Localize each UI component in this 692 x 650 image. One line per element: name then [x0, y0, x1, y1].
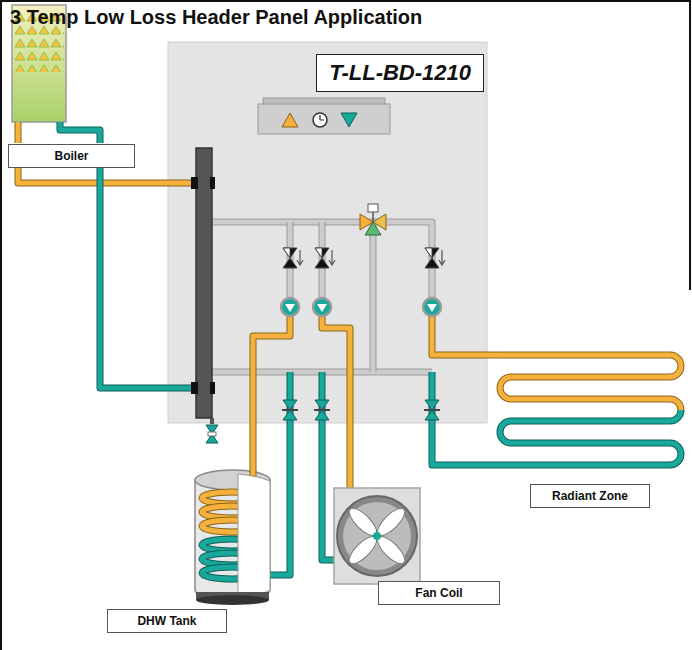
radiant-loop	[500, 355, 681, 465]
device-label: Fan Coil	[378, 581, 500, 605]
fan-coil: Fan Coil	[330, 485, 502, 605]
boiler: Boiler	[8, 5, 136, 168]
device-label: Boiler	[8, 144, 135, 168]
pipe-fill	[348, 423, 353, 485]
supply-pipe	[487, 355, 500, 356]
pipe-outline	[347, 423, 354, 485]
diagram-title: 3 Temp Low Loss Header Panel Application	[10, 6, 422, 29]
pipe-fill	[251, 423, 256, 465]
pipe-fill	[100, 168, 168, 388]
header-panel: T-LL-BD-1210	[168, 42, 487, 423]
pipe-outline	[280, 423, 290, 575]
supply-pipe	[253, 423, 254, 465]
return-pipe	[100, 168, 168, 388]
return-pipe	[280, 423, 290, 575]
pipe-outline	[18, 168, 168, 183]
dhw-tank: DHW Tank	[107, 465, 280, 633]
supply-pipe	[350, 423, 351, 485]
return-pipe	[322, 423, 330, 560]
return-pipe	[432, 423, 500, 465]
pipe-outline	[250, 423, 257, 465]
dhw-tank	[195, 465, 280, 605]
radiant-zone: Radiant Zone	[500, 346, 682, 508]
model-tag: T-LL-BD-1210	[316, 54, 484, 92]
pipe-fill	[322, 423, 330, 560]
supply-pipe	[18, 168, 168, 183]
pipe-fill	[487, 353, 500, 358]
pipe-outline	[322, 423, 330, 560]
pipe-outline	[432, 423, 500, 465]
pipe-outline	[100, 168, 168, 388]
header-panel	[168, 42, 487, 443]
pipe-outline	[487, 352, 500, 359]
pipe-fill	[432, 423, 500, 465]
device-label: Radiant Zone	[530, 484, 650, 508]
pipe-fill	[18, 168, 168, 183]
pipe-fill	[280, 423, 290, 575]
device-label: DHW Tank	[107, 609, 227, 633]
fan-coil-unit	[330, 485, 420, 584]
